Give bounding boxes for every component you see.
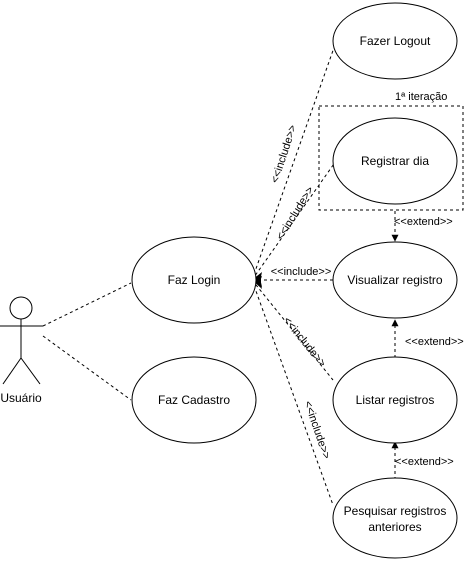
include-login-registrar: [251, 160, 337, 281]
iteration-label: 1ª iteração: [395, 91, 447, 103]
usecase-faz-cadastro[interactable]: Faz Cadastro: [131, 356, 257, 444]
assoc-actor-login: [42, 282, 132, 327]
include-label-registrar: <<include>>: [274, 185, 316, 243]
include-label-listar: <<include>>: [281, 315, 328, 370]
usecase-label: Fazer Logout: [360, 34, 431, 48]
usecase-label: Registrar dia: [361, 154, 429, 168]
usecase-fazer-logout[interactable]: Fazer Logout: [332, 2, 458, 80]
usecase-label: Faz Login: [168, 273, 221, 287]
actor-usuario[interactable]: Usuário: [0, 296, 43, 405]
iteration-frame: [318, 105, 464, 211]
include-label-pesquisar: <<include>>: [301, 399, 332, 460]
extend-label-1: <<extend>>: [394, 216, 453, 228]
usecase-visualizar-registro[interactable]: Visualizar registro: [332, 241, 458, 319]
extend-label-2: <<extend>>: [405, 336, 464, 348]
usecase-label-line2: anteriores: [368, 520, 421, 534]
usecase-pesquisar-registros[interactable]: Pesquisar registros anteriores: [332, 477, 458, 559]
include-label-visualizar: <<include>>: [271, 266, 332, 278]
include-login-logout: [251, 41, 337, 281]
usecase-registrar-dia[interactable]: Registrar dia: [332, 117, 458, 205]
usecase-label-line1: Pesquisar registros: [344, 504, 447, 518]
usecase-faz-login[interactable]: Faz Login: [131, 236, 257, 324]
actor-label: Usuário: [0, 391, 42, 405]
usecase-label: Listar registros: [356, 393, 435, 407]
usecase-listar-registros[interactable]: Listar registros: [332, 356, 458, 444]
assoc-actor-cadastro: [42, 335, 132, 401]
include-label-logout: <<include>>: [269, 123, 299, 184]
usecase-label: Faz Cadastro: [158, 393, 230, 407]
usecase-label: Visualizar registro: [347, 273, 442, 287]
extend-label-3: <<extend>>: [395, 456, 454, 468]
include-login-pesquisar: [251, 279, 334, 506]
